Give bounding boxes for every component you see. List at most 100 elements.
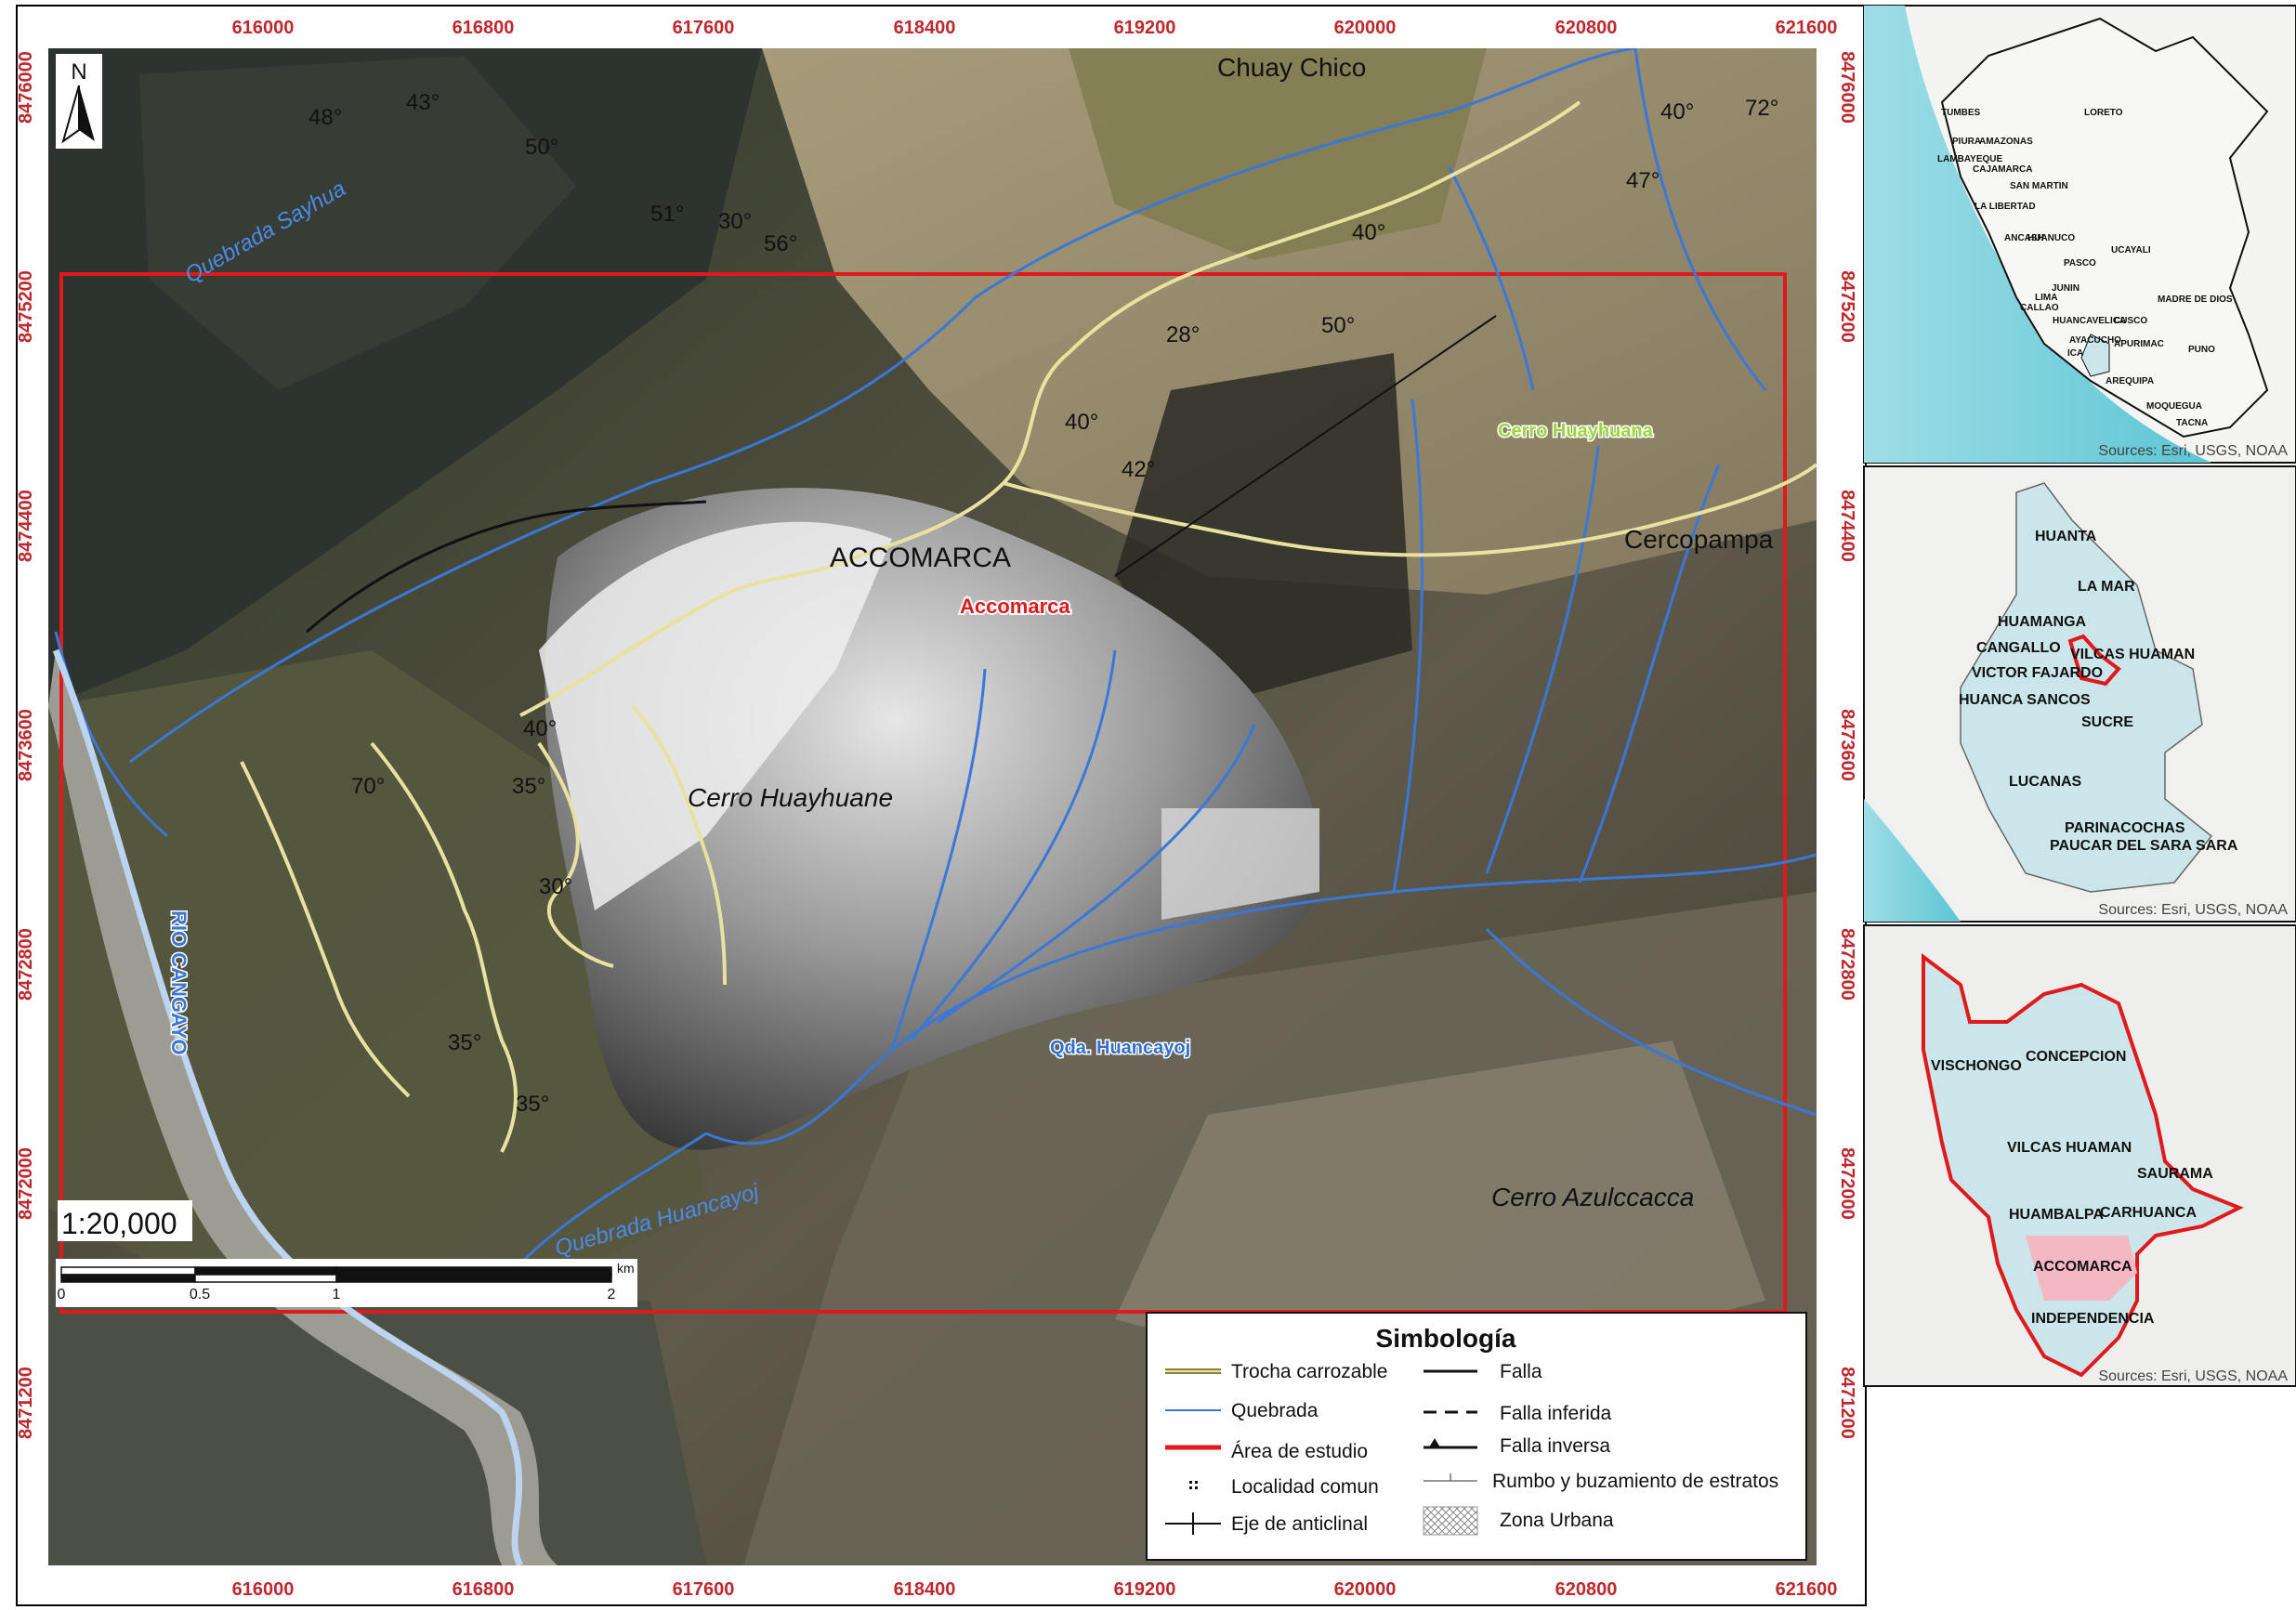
svg-text:VILCAS HUAMAN: VILCAS HUAMAN (2007, 1140, 2132, 1156)
north-arrow: N (56, 54, 102, 149)
svg-text:LA LIBERTAD: LA LIBERTAD (1975, 202, 2036, 212)
svg-text:HUAMANGA: HUAMANGA (1998, 614, 2087, 630)
svg-text:Rumbo y buzamiento de estratos: Rumbo y buzamiento de estratos (1492, 1471, 1778, 1492)
svg-text:8475200: 8475200 (1837, 270, 1857, 343)
svg-text:621600: 621600 (1776, 1579, 1838, 1600)
svg-text:619200: 619200 (1114, 18, 1176, 38)
svg-text:40°: 40° (523, 716, 557, 741)
svg-text:72°: 72° (1745, 96, 1778, 121)
study-area-boundary (59, 272, 1787, 1314)
svg-text:CANGALLO: CANGALLO (1976, 640, 2061, 656)
svg-text:Falla inferida: Falla inferida (1500, 1403, 1612, 1424)
svg-text:621600: 621600 (1776, 18, 1838, 38)
svg-text:km: km (617, 1261, 635, 1276)
svg-text:LAMBAYEQUE: LAMBAYEQUE (1937, 154, 2003, 164)
svg-text:APURIMAC: APURIMAC (2114, 339, 2164, 349)
svg-text:TUMBES: TUMBES (1941, 108, 1981, 118)
roads (240, 100, 1817, 1153)
svg-text:Sources: Esri, USGS, NOAA: Sources: Esri, USGS, NOAA (2098, 443, 2288, 459)
svg-text:Área de estudio: Área de estudio (1231, 1441, 1368, 1462)
ayacucho-region (2080, 334, 2110, 377)
svg-text:AREQUIPA: AREQUIPA (2106, 376, 2154, 386)
svg-text:8475200: 8475200 (16, 270, 36, 343)
svg-text:50°: 50° (525, 135, 558, 160)
svg-text:VICTOR FAJARDO: VICTOR FAJARDO (1972, 665, 2103, 681)
svg-text:MOQUEGUA: MOQUEGUA (2146, 401, 2202, 412)
fault-line (306, 500, 707, 634)
svg-text:ANCASH: ANCASH (2004, 233, 2044, 243)
label-rio-cangayo: RIO CANGAYO (167, 910, 190, 1055)
svg-text:0.5: 0.5 (190, 1287, 210, 1302)
svg-text:CALLAO: CALLAO (2020, 303, 2059, 313)
svg-text:Sources: Esri, USGS, NOAA: Sources: Esri, USGS, NOAA (2098, 1368, 2288, 1384)
svg-text:1: 1 (333, 1287, 341, 1302)
svg-text:8471200: 8471200 (16, 1367, 36, 1439)
svg-text:47°: 47° (1626, 168, 1660, 193)
svg-text:8474400: 8474400 (1837, 490, 1857, 562)
svg-text:620800: 620800 (1555, 1579, 1618, 1600)
inset-vilcas-huaman: VISCHONGO CONCEPCION VILCAS HUAMAN SAURA… (1863, 924, 2296, 1387)
svg-text:SAURAMA: SAURAMA (2137, 1166, 2213, 1182)
accomarca-district (2026, 1236, 2137, 1301)
svg-text:PAUCAR DEL SARA SARA: PAUCAR DEL SARA SARA (2050, 838, 2238, 854)
svg-text:Falla: Falla (1500, 1361, 1542, 1382)
svg-text:Trocha carrozable: Trocha carrozable (1231, 1361, 1387, 1382)
coords-top: 616000 616800 617600 618400 619200 62000… (232, 18, 1838, 38)
fault-line-ne (1114, 315, 1497, 577)
inset-ayacucho: HUANTA LA MAR HUAMANGA CANGALLO VILCAS H… (1863, 465, 2296, 923)
svg-text:HUANCAVELICA: HUANCAVELICA (2053, 316, 2126, 326)
svg-text:8474400: 8474400 (16, 490, 36, 562)
svg-text:8472000: 8472000 (16, 1147, 36, 1220)
svg-text:TACNA: TACNA (2176, 418, 2208, 428)
svg-text:Localidad comun: Localidad comun (1231, 1476, 1379, 1498)
svg-text:8472800: 8472800 (16, 928, 36, 1001)
svg-text:LUCANAS: LUCANAS (2009, 774, 2082, 790)
svg-text:48°: 48° (308, 105, 342, 130)
svg-text:35°: 35° (516, 1092, 549, 1117)
svg-text:PASCO: PASCO (2064, 258, 2096, 268)
vilcas-district-outline (1922, 953, 2244, 1378)
svg-text:PIURA: PIURA (1952, 137, 1981, 147)
svg-text:35°: 35° (512, 774, 545, 799)
svg-text:8473600: 8473600 (16, 709, 36, 781)
svg-text:Sources: Esri, USGS, NOAA: Sources: Esri, USGS, NOAA (2098, 902, 2288, 918)
svg-text:8472000: 8472000 (1837, 1147, 1857, 1220)
svg-text:616800: 616800 (453, 18, 515, 38)
svg-text:Quebrada: Quebrada (1231, 1400, 1319, 1421)
coords-bottom: 616000 616800 617600 618400 619200 62000… (232, 1579, 1838, 1600)
svg-text:50°: 50° (1321, 313, 1355, 338)
svg-text:51°: 51° (650, 202, 684, 227)
svg-text:PUNO: PUNO (2188, 345, 2215, 355)
svg-text:620000: 620000 (1334, 1579, 1397, 1600)
svg-text:PARINACOCHAS: PARINACOCHAS (2065, 820, 2185, 836)
scalebar: 0 0.5 1 2 km (58, 1261, 635, 1302)
svg-text:VISCHONGO: VISCHONGO (1931, 1058, 2022, 1074)
svg-text:SUCRE: SUCRE (2081, 714, 2133, 730)
svg-text:HUAMBALPA: HUAMBALPA (2009, 1207, 2104, 1223)
svg-text:LIMA: LIMA (2035, 293, 2057, 303)
label-qda-huancayoj: Qda. Huancayoj (1050, 1038, 1190, 1058)
legend: Simbología Trocha carrozable Quebrada Ár… (1146, 1312, 1807, 1561)
svg-text:HUANCA SANCOS: HUANCA SANCOS (1959, 692, 2091, 708)
svg-text:616800: 616800 (453, 1579, 515, 1600)
svg-text:CARHUANCA: CARHUANCA (2100, 1205, 2197, 1221)
svg-text:56°: 56° (764, 231, 797, 256)
svg-text:40°: 40° (1660, 99, 1694, 124)
coords-left: 8476000 8475200 8474400 8473600 8472800 … (16, 51, 36, 1439)
svg-text:28°: 28° (1166, 322, 1200, 347)
svg-text:70°: 70° (351, 774, 385, 799)
svg-text:617600: 617600 (673, 18, 735, 38)
svg-text:620800: 620800 (1555, 18, 1618, 38)
svg-text:616000: 616000 (232, 18, 295, 38)
svg-text:CONCEPCION: CONCEPCION (2026, 1049, 2126, 1065)
svg-text:618400: 618400 (894, 1579, 956, 1600)
svg-text:ICA: ICA (2067, 348, 2083, 359)
svg-text:N: N (71, 59, 86, 85)
legend-title: Simbología (1376, 1324, 1516, 1353)
svg-text:618400: 618400 (894, 18, 956, 38)
svg-text:CUSCO: CUSCO (2114, 316, 2147, 326)
svg-text:INDEPENDENCIA: INDEPENDENCIA (2031, 1311, 2155, 1327)
svg-text:ACCOMARCA: ACCOMARCA (2033, 1259, 2132, 1275)
peru-outline (1940, 17, 2269, 438)
svg-text:LORETO: LORETO (2084, 108, 2123, 118)
